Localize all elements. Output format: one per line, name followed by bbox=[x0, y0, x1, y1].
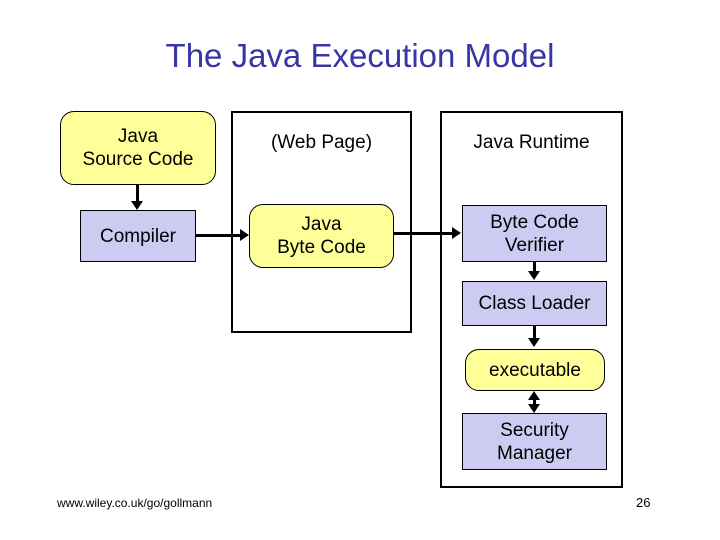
node-security-manager-label: Security Manager bbox=[497, 419, 572, 465]
node-java-byte-code-label: Java Byte Code bbox=[277, 213, 366, 259]
connector-byte-code-to-verifier bbox=[394, 232, 454, 235]
arrowhead-up-icon bbox=[528, 391, 540, 400]
arrowhead-down-icon bbox=[528, 271, 540, 280]
node-class-loader[interactable]: Class Loader bbox=[462, 281, 607, 326]
group-web-page-label: (Web Page) bbox=[270, 132, 373, 153]
node-compiler[interactable]: Compiler bbox=[80, 210, 196, 262]
connector-verifier-to-class-loader bbox=[533, 262, 536, 272]
connector-class-loader-to-executable bbox=[533, 326, 536, 339]
arrowhead-down-icon bbox=[528, 338, 540, 347]
footer-url: www.wiley.co.uk/go/gollmann bbox=[57, 496, 213, 510]
node-security-manager-line1: Security bbox=[500, 419, 569, 441]
node-java-byte-code-line1: Java bbox=[301, 214, 342, 235]
node-byte-code-verifier[interactable]: Byte Code Verifier bbox=[462, 205, 607, 262]
connector-executable-to-security-manager bbox=[533, 397, 536, 407]
node-security-manager-line2: Manager bbox=[497, 442, 572, 464]
node-byte-code-verifier-line1: Byte Code bbox=[490, 211, 579, 233]
node-security-manager[interactable]: Security Manager bbox=[462, 413, 607, 470]
arrowhead-down-icon bbox=[131, 201, 143, 210]
node-java-byte-code-line2: Byte Code bbox=[277, 237, 366, 258]
node-java-source-code-line1: Java bbox=[117, 126, 159, 147]
node-java-source-code-label: Java Source Code bbox=[83, 125, 194, 171]
arrowhead-right-icon bbox=[240, 229, 249, 241]
node-executable-label: executable bbox=[489, 359, 581, 381]
group-java-runtime-label: Java Runtime bbox=[473, 132, 590, 153]
node-class-loader-label: Class Loader bbox=[478, 293, 591, 314]
node-java-source-code-line2: Source Code bbox=[82, 149, 194, 170]
arrowhead-right-icon bbox=[452, 227, 461, 239]
node-executable[interactable]: executable bbox=[465, 349, 605, 391]
node-compiler-label: Compiler bbox=[99, 225, 177, 247]
connector-compiler-to-byte-code bbox=[196, 234, 242, 237]
connector-source-to-compiler bbox=[136, 185, 139, 203]
page-title: The Java Execution Model bbox=[165, 37, 555, 74]
node-byte-code-verifier-line2: Verifier bbox=[504, 234, 565, 256]
node-java-source-code[interactable]: Java Source Code bbox=[60, 111, 216, 185]
node-java-byte-code[interactable]: Java Byte Code bbox=[249, 204, 394, 268]
footer-page-number: 26 bbox=[636, 495, 651, 510]
node-byte-code-verifier-label: Byte Code Verifier bbox=[490, 211, 579, 257]
arrowhead-down-icon bbox=[528, 404, 540, 413]
